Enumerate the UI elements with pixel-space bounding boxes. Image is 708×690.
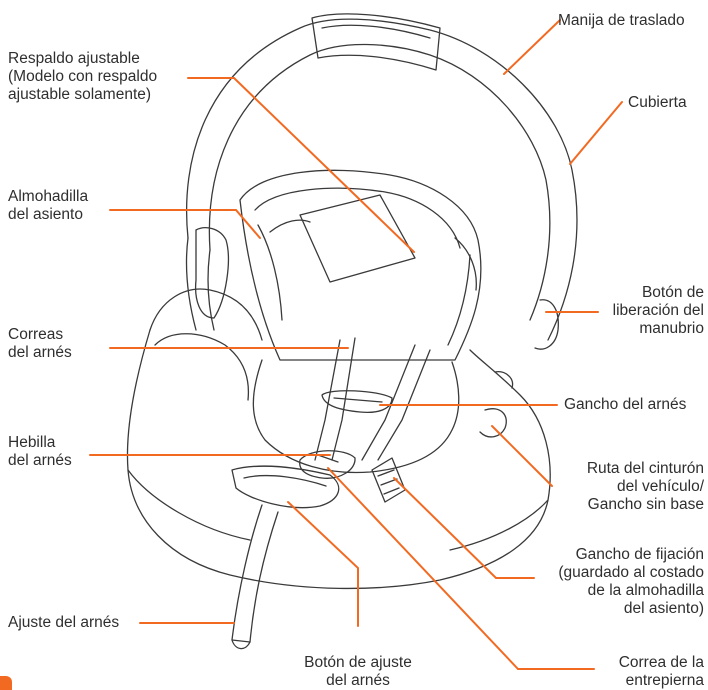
seat-back-pad [239, 169, 482, 361]
label-harness-clip: Gancho del arnés [564, 396, 687, 413]
handle-pivot-right [534, 299, 559, 350]
harness-strap-left [314, 337, 356, 461]
label-crotch-strap: Correa de la entrepierna [618, 654, 704, 689]
headrest [299, 194, 416, 283]
leader-latch-hook [393, 477, 535, 579]
label-harness-straps: Correas del arnés [8, 326, 72, 361]
seat-cushion [252, 359, 460, 474]
label-seat-pad: Almohadilla del asiento [8, 188, 89, 223]
handle-grip [311, 13, 441, 71]
leader-canopy [569, 101, 623, 165]
label-latch-hook: Gancho de fijación (guardado al costado … [558, 546, 704, 617]
label-buckle: Hebilla del arnés [8, 434, 72, 469]
leader-adjust-button [287, 501, 359, 627]
belt-path-hook [479, 408, 507, 438]
buckle [299, 450, 356, 479]
carry-handle-outline [185, 18, 578, 341]
harness-strap-right [361, 344, 431, 461]
latch-hook [371, 457, 406, 503]
leader-adjustable-back [187, 77, 415, 253]
leader-belt-path [491, 425, 553, 487]
label-adjustable-back: Respaldo ajustable (Modelo con respaldo … [8, 50, 158, 103]
label-carry-handle: Manija de traslado [558, 12, 685, 29]
label-belt-path: Ruta del cinturón del vehículo/ Gancho s… [586, 460, 704, 513]
leader-carry-handle [503, 19, 561, 75]
label-canopy: Cubierta [628, 94, 687, 111]
label-adjust-button: Botón de ajuste del arnés [304, 654, 412, 689]
leader-seat-pad [109, 209, 261, 239]
harness-adjust-strap [231, 504, 279, 643]
page-corner-tab [0, 676, 12, 690]
label-harness-adjust: Ajuste del arnés [8, 614, 120, 631]
label-handle-release: Botón de liberación del manubrio [612, 284, 704, 337]
harness-clip [321, 390, 393, 414]
leader-crotch-strap [327, 467, 595, 670]
leader-lines [89, 19, 623, 670]
handle-pivot-left [194, 227, 229, 319]
